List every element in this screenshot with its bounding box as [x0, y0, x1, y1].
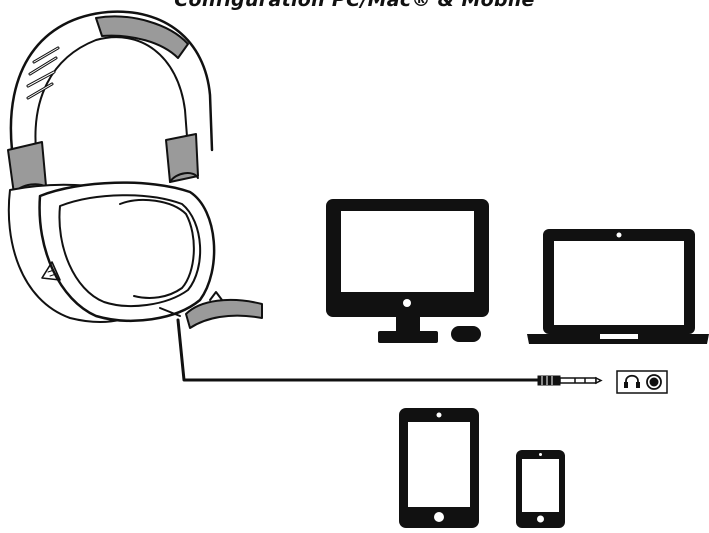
- headphone-jack-icon: [617, 371, 667, 393]
- gaming-headset-icon: [8, 12, 540, 380]
- laptop-icon: [527, 229, 709, 344]
- mouse-icon: [451, 326, 481, 342]
- tablet-icon: [399, 408, 479, 528]
- desktop-monitor-icon: [326, 199, 489, 343]
- 3-5mm-plug-icon: [538, 376, 601, 385]
- smartphone-icon: [516, 450, 565, 528]
